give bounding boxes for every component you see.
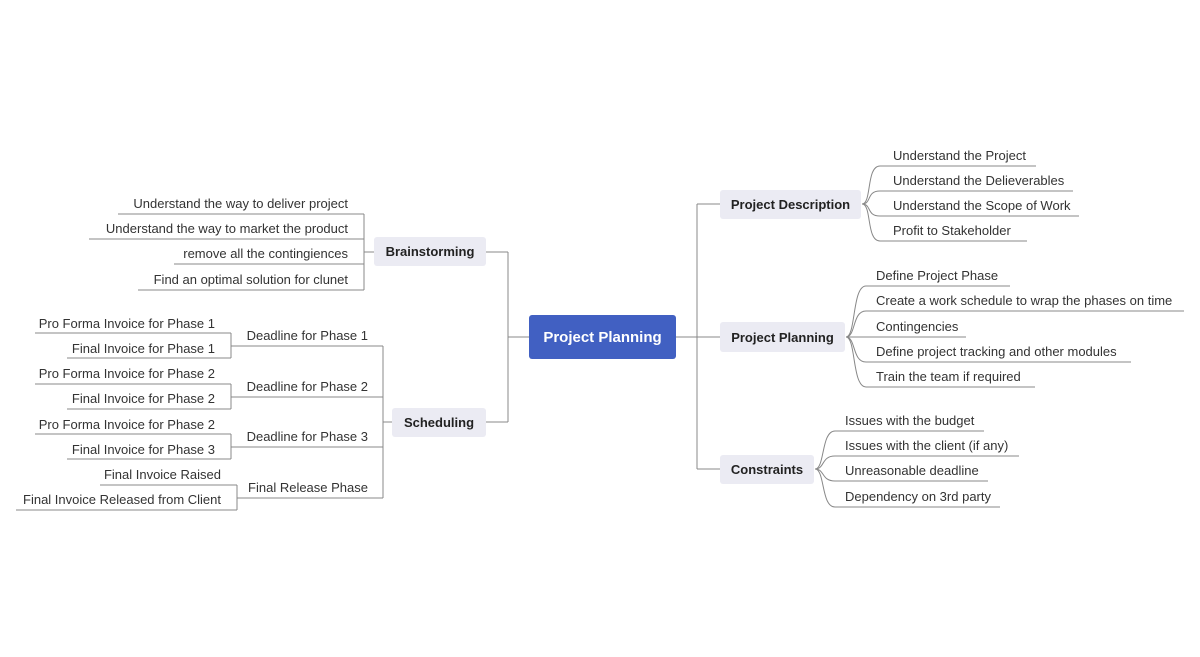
leaf-topic[interactable]: Pro Forma Invoice for Phase 1 bbox=[38, 316, 215, 331]
leaf-topic[interactable]: Final Invoice for Phase 1 bbox=[71, 341, 215, 356]
subtopic[interactable]: remove all the contingiences bbox=[183, 246, 348, 261]
topic-project-planning[interactable]: Project Planning bbox=[720, 322, 845, 352]
subtopic[interactable]: Profit to Stakeholder bbox=[893, 223, 1011, 238]
topic-brainstorming[interactable]: Brainstorming bbox=[374, 237, 486, 266]
subtopic[interactable]: Understand the Project bbox=[893, 148, 1026, 163]
subtopic[interactable]: Find an optimal solution for clunet bbox=[153, 272, 348, 287]
subtopic[interactable]: Issues with the budget bbox=[845, 413, 975, 428]
subtopic[interactable]: Contingencies bbox=[876, 319, 959, 334]
topic-scheduling[interactable]: Scheduling bbox=[392, 408, 486, 437]
leaf-topic[interactable]: Final Invoice for Phase 2 bbox=[71, 391, 215, 406]
subtopic[interactable]: Dependency on 3rd party bbox=[845, 489, 991, 504]
subtopic[interactable]: Understand the Delieverables bbox=[893, 173, 1065, 188]
leaf-topic[interactable]: Final Invoice for Phase 3 bbox=[71, 442, 215, 457]
subtopic-deadline-2[interactable]: Deadline for Phase 2 bbox=[246, 379, 368, 394]
subtopic[interactable]: Understand the way to market the product bbox=[105, 221, 348, 236]
topic-project-description[interactable]: Project Description bbox=[720, 190, 861, 219]
leaf-topic[interactable]: Final Invoice Released from Client bbox=[23, 492, 221, 507]
subtopic[interactable]: Understand the Scope of Work bbox=[893, 198, 1071, 213]
leaf-topic[interactable]: Pro Forma Invoice for Phase 2 bbox=[38, 366, 215, 381]
leaf-topic[interactable]: Pro Forma Invoice for Phase 2 bbox=[38, 417, 215, 432]
subtopic[interactable]: Train the team if required bbox=[876, 369, 1021, 384]
subtopic[interactable]: Issues with the client (if any) bbox=[845, 438, 1009, 453]
subtopic-final-release[interactable]: Final Release Phase bbox=[248, 480, 368, 495]
subtopic[interactable]: Define project tracking and other module… bbox=[876, 344, 1117, 359]
subtopic[interactable]: Understand the way to deliver project bbox=[133, 196, 348, 211]
subtopic[interactable]: Create a work schedule to wrap the phase… bbox=[876, 293, 1173, 308]
leaf-topic[interactable]: Final Invoice Raised bbox=[103, 467, 221, 482]
topic-constraints[interactable]: Constraints bbox=[720, 455, 814, 484]
subtopic-deadline-3[interactable]: Deadline for Phase 3 bbox=[246, 429, 368, 444]
subtopic[interactable]: Unreasonable deadline bbox=[845, 463, 979, 478]
subtopic-deadline-1[interactable]: Deadline for Phase 1 bbox=[246, 328, 368, 343]
subtopic[interactable]: Define Project Phase bbox=[876, 268, 999, 283]
root-topic[interactable]: Project Planning bbox=[529, 315, 676, 359]
